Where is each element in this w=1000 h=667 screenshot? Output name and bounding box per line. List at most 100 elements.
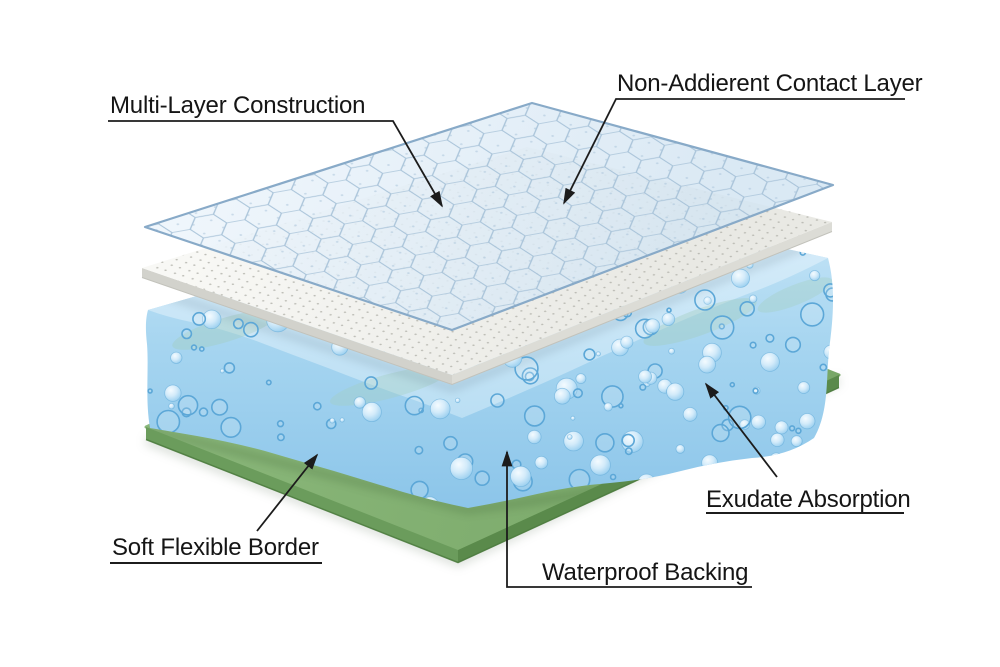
foam-bubble — [749, 341, 757, 349]
foam-bubble — [670, 495, 682, 507]
foam-bubble — [223, 362, 236, 374]
foam-bubble — [276, 433, 285, 442]
foam-bubble — [637, 473, 657, 493]
foam-bubble — [609, 473, 617, 481]
foam-bubble — [621, 433, 636, 448]
foam-bubble — [534, 455, 549, 470]
foam-bubble — [769, 452, 784, 467]
foam-bubble — [643, 478, 650, 485]
foam-bubble — [404, 395, 425, 416]
foam-bubble — [675, 444, 686, 454]
foam-bubble — [589, 454, 611, 476]
foam-bubble — [667, 497, 684, 508]
foam-bubble — [353, 396, 366, 409]
foam-bubble — [563, 430, 584, 452]
foam-bubble — [645, 318, 661, 334]
foam-bubble — [364, 376, 378, 390]
foam-bubble — [703, 296, 712, 305]
foam-bubble — [312, 401, 322, 411]
label-soft-flexible-border: Soft Flexible Border — [112, 534, 319, 561]
foam-bubble — [201, 309, 222, 330]
foam-bubble — [790, 435, 803, 448]
leader-exudate-absorption — [704, 382, 778, 478]
foam-bubble — [694, 289, 716, 311]
foam-bubble — [739, 300, 756, 317]
foam-bubble — [666, 307, 672, 314]
foam-bubble — [145, 290, 150, 297]
foam-bubble — [221, 485, 236, 500]
foam-bubble — [774, 420, 789, 435]
foam-bubble — [731, 268, 751, 288]
foam-bubble — [738, 459, 745, 467]
label-non-adherent-contact-layer: Non-Addierent Contact Layer — [617, 70, 923, 97]
foam-bubble — [361, 401, 382, 422]
foam-bubble — [760, 352, 780, 372]
foam-bubble — [156, 409, 181, 434]
pad-bottom-line — [141, 231, 833, 386]
foam-bubble — [219, 368, 225, 374]
label-exudate-absorption: Exudate Absorption — [706, 486, 911, 513]
foam-bubble — [595, 351, 601, 357]
foam-bubble — [175, 242, 181, 248]
leader-multi-layer-construction — [108, 120, 443, 208]
foam-bubble — [752, 387, 759, 394]
foam-bubble — [800, 245, 807, 251]
foam-bubble — [801, 452, 817, 467]
backing-left-edge — [146, 427, 458, 563]
foam-bubble — [620, 335, 634, 349]
foam-bubble — [192, 311, 207, 326]
foam-bubble — [784, 336, 802, 353]
foam-bubble — [575, 373, 587, 385]
foam-bubble — [527, 429, 542, 445]
foam-bubble — [797, 381, 811, 394]
leader-soft-flexible-border — [256, 453, 319, 532]
foam-bubble — [198, 407, 209, 417]
foam-bubble — [661, 312, 676, 326]
foam-bubble — [583, 348, 596, 361]
foam-bubble — [449, 456, 473, 480]
foam-bubble — [610, 496, 631, 508]
foam-bubble — [164, 384, 182, 402]
foam-bubble — [635, 479, 656, 500]
foam-bubble — [156, 467, 163, 474]
foam-bubble — [443, 435, 458, 451]
foam-bubble — [739, 419, 750, 430]
foam-bubble — [570, 415, 576, 421]
foam-bubble — [603, 402, 613, 412]
foam-bubble — [823, 344, 834, 360]
foam-bubble — [177, 394, 199, 416]
foam-bubble — [718, 323, 725, 330]
hex-mesh-film — [143, 101, 835, 332]
foam-bubble — [523, 405, 546, 427]
foam-bubble — [689, 478, 695, 484]
foam-bubble — [242, 321, 259, 338]
label-waterproof-backing: Waterproof Backing — [542, 559, 749, 586]
foam-bubble — [553, 387, 571, 405]
foam-bubble — [751, 414, 766, 430]
foam-bubble — [788, 425, 796, 432]
foam-bubble — [799, 249, 807, 256]
foam-bubble — [429, 398, 451, 420]
foam-bubble — [666, 382, 685, 401]
foam-bubble — [265, 379, 272, 386]
foam-bubble — [809, 270, 821, 282]
foam-bubble — [414, 445, 424, 455]
leader-waterproof-backing — [501, 450, 752, 588]
foam-bubble — [741, 464, 766, 489]
pad-left-edge — [142, 268, 452, 385]
foam-bubble — [137, 490, 143, 496]
film-outline — [143, 101, 835, 332]
leader-contact-layer — [563, 98, 905, 205]
label-multi-layer-construction: Multi-Layer Construction — [110, 92, 366, 119]
foam-bubble — [640, 484, 647, 490]
foam-bubble — [339, 417, 345, 423]
foam-bubble — [572, 388, 584, 399]
foam-bubble — [710, 315, 735, 340]
foam-bubble — [181, 328, 193, 340]
pad-right-edge — [452, 222, 832, 385]
foam-bubble — [682, 407, 698, 422]
foam-bubble — [819, 363, 828, 372]
foam-bubble — [168, 403, 175, 410]
